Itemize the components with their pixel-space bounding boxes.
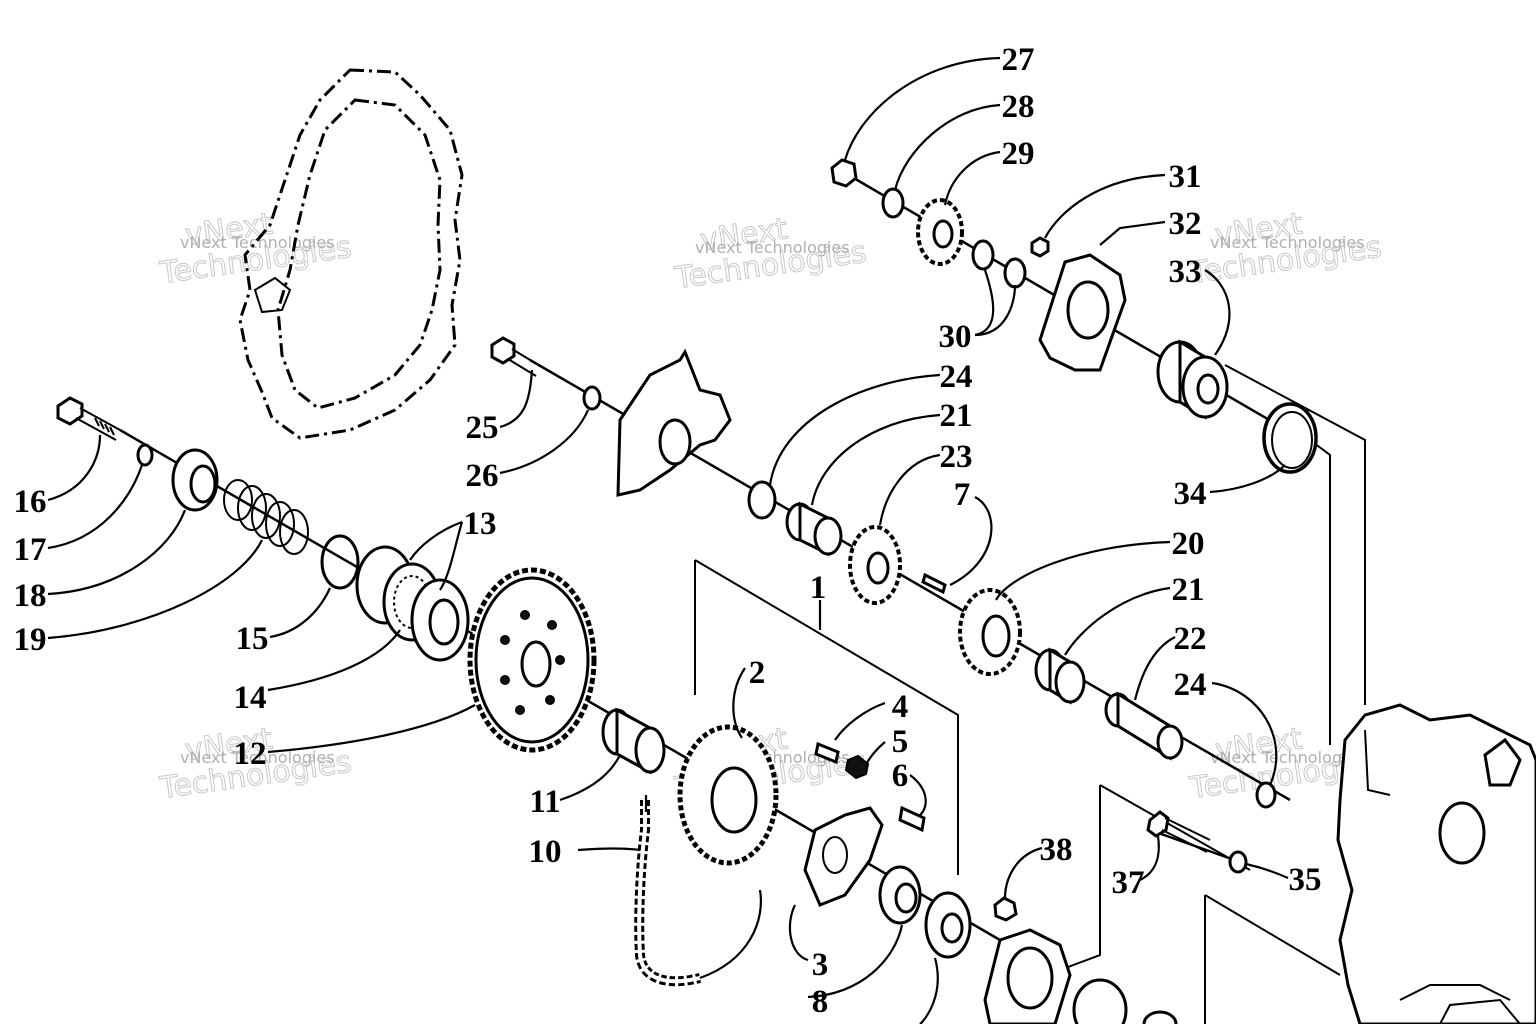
callout-15: 15: [236, 621, 269, 657]
callout-32: 32: [1169, 206, 1202, 242]
callout-28: 28: [1002, 89, 1035, 125]
part-15-snap-ring: [320, 534, 360, 590]
leader-lines: [47, 56, 1289, 1024]
part-24-washer-lower: [1255, 781, 1277, 809]
svg-text:vNext Technologies: vNext Technologies: [1210, 748, 1365, 767]
part-10-chain: [634, 800, 701, 987]
part-29-sprocket: [916, 198, 964, 266]
part-18-spring-seat: [171, 448, 219, 512]
callout-19: 19: [14, 622, 47, 658]
callout-4: 4: [892, 689, 909, 725]
callout-33: 33: [1169, 254, 1202, 290]
part-4-bolt: [814, 741, 840, 765]
part-25-bolt: [490, 336, 541, 377]
callout-17: 17: [14, 532, 47, 568]
part-13-washer: [410, 578, 470, 662]
part-26-washer: [582, 385, 602, 411]
callout-1: 1: [810, 570, 827, 606]
callout-26: 26: [466, 458, 499, 494]
callout-7: 7: [954, 477, 971, 513]
callout-16: 16: [14, 484, 47, 520]
lower-bearing-flange: [983, 928, 1178, 1024]
callout-38: 38: [1040, 832, 1073, 868]
callout-31: 31: [1169, 159, 1202, 195]
part-21-bushing-lower: [1034, 647, 1086, 705]
callout-20: 20: [1172, 526, 1205, 562]
alignment-frames: [694, 364, 1366, 1024]
part-33-bearing: [1156, 339, 1229, 420]
part-23-sprocket: [848, 525, 902, 605]
callout-labels: 1 2 3 4 5 6 7 8 10 11 12 13 14 15 16 17 …: [14, 42, 1322, 1020]
callout-27: 27: [1002, 42, 1035, 78]
callout-8: 8: [812, 984, 829, 1020]
callout-18: 18: [14, 578, 47, 614]
part-35-washer: [1228, 850, 1248, 874]
part-21-bushing-upper: [785, 501, 843, 557]
callout-30: 30: [939, 319, 972, 355]
callout-24-upper: 24: [940, 359, 973, 395]
part-12-large-sprocket: [467, 567, 597, 753]
callout-37: 37: [1112, 865, 1145, 901]
svg-text:vNext Technologies: vNext Technologies: [695, 238, 850, 257]
callout-23: 23: [940, 439, 973, 475]
part-16-bolt: [56, 396, 121, 441]
callout-29: 29: [1002, 136, 1035, 172]
callout-22: 22: [1174, 621, 1207, 657]
watermark-1: vNext Technologies vNext Technologies: [157, 206, 355, 292]
part-2-driven-sprocket: [677, 724, 779, 866]
svg-text:vNext Technologies: vNext Technologies: [180, 748, 335, 767]
svg-text:vNext Technologies: vNext Technologies: [180, 233, 335, 252]
part-31-nut: [1030, 236, 1050, 258]
part-20-sprocket: [958, 588, 1022, 676]
callout-21-lower: 21: [1172, 572, 1205, 608]
part-28-washer: [881, 187, 905, 219]
part-17-washer: [136, 443, 154, 467]
watermark-2: vNext Technologies vNext Technologies: [672, 211, 870, 297]
gear-case-body: [1336, 703, 1536, 1024]
part-5-nut: [844, 754, 870, 780]
callout-35: 35: [1289, 862, 1322, 898]
gear-case-cover: [238, 68, 464, 440]
callout-3: 3: [812, 947, 829, 983]
part-6-bolt: [898, 805, 926, 833]
part-7-pin: [921, 572, 947, 595]
callout-14: 14: [234, 680, 267, 716]
part-8-bearing: [878, 865, 922, 925]
callout-34: 34: [1174, 476, 1207, 512]
part-27-nut: [830, 158, 858, 188]
part-11-pinion: [601, 707, 666, 775]
part-22-sleeve: [1104, 691, 1184, 761]
callout-24-lower: 24: [1174, 667, 1207, 703]
part-24-washer-upper: [747, 480, 777, 520]
callout-6: 6: [892, 758, 909, 794]
callout-21-upper: 21: [940, 398, 973, 434]
callout-2: 2: [749, 655, 766, 691]
part-32-bearing-flange: [1038, 253, 1127, 372]
bearing-housing-bracket: [616, 348, 732, 497]
part-38-nut: [993, 896, 1018, 922]
part-9-washer: [924, 891, 972, 959]
callout-5: 5: [892, 724, 909, 760]
part-14-bearing: [355, 545, 442, 642]
callout-11: 11: [529, 784, 560, 820]
callout-10: 10: [529, 834, 562, 870]
callout-25: 25: [466, 410, 499, 446]
part-3-tensioner-plate: [803, 806, 884, 907]
callout-12: 12: [234, 736, 267, 772]
part-34-o-ring: [1262, 402, 1318, 474]
svg-text:vNext Technologies: vNext Technologies: [1210, 233, 1365, 252]
part-30-washers: [971, 239, 1027, 289]
callout-13: 13: [464, 506, 497, 542]
watermark-3: vNext Technologies vNext Technologies: [1187, 206, 1385, 292]
part-19-spring: [223, 479, 309, 555]
part-37-stud: [1146, 810, 1211, 853]
